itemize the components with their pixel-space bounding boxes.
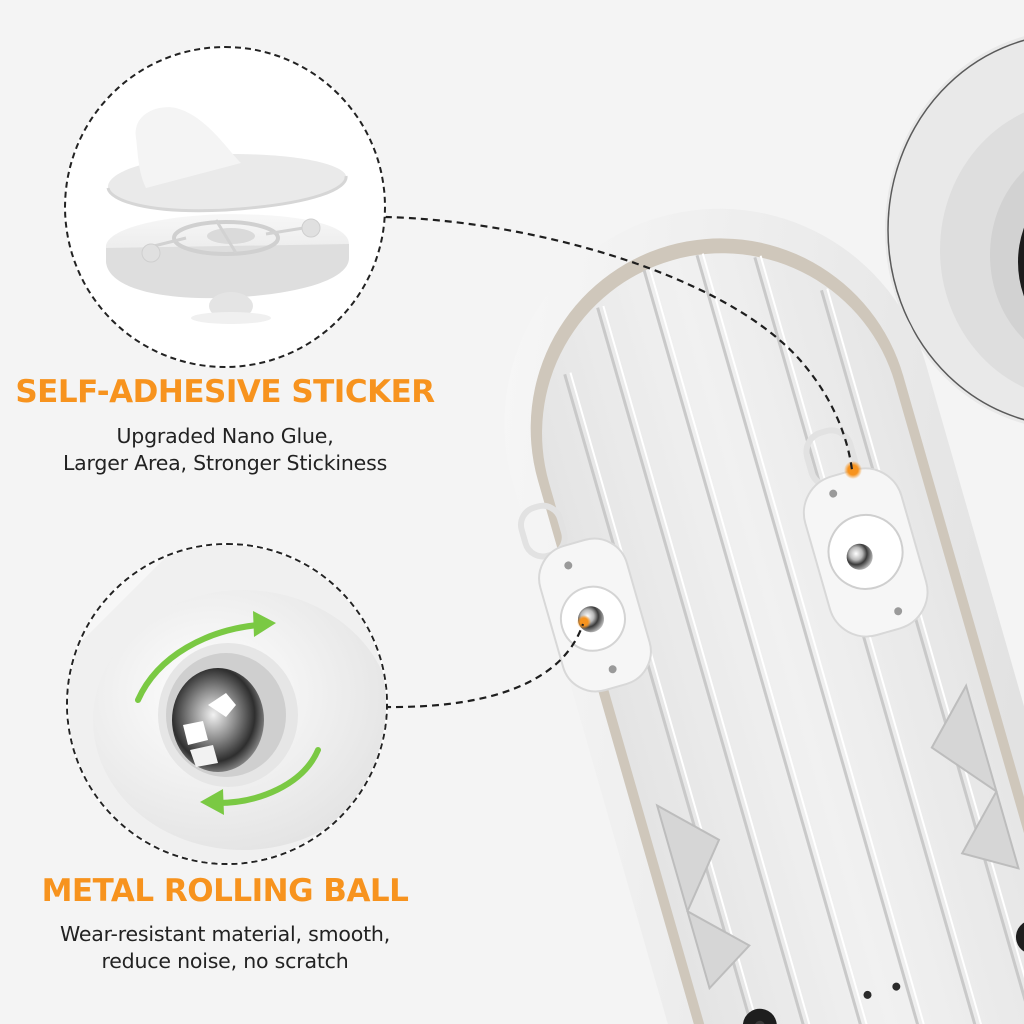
connector-line-ball (383, 623, 585, 709)
adhesive-sticker-pad-icon (105, 107, 349, 324)
feature-description-rolling-ball: Wear-resistant material, smooth, reduce … (0, 921, 450, 975)
description-line: reduce noise, no scratch (101, 949, 349, 973)
caster-module-right (802, 427, 929, 638)
description-line: Wear-resistant material, smooth, (59, 922, 391, 946)
metal-rolling-ball-icon (68, 545, 386, 863)
feature-title-rolling-ball: METAL ROLLING BALL (41, 873, 409, 909)
connector-line-sticker (384, 215, 854, 471)
description-line: Upgraded Nano Glue, (116, 424, 334, 448)
callout-dot-ball (577, 615, 591, 629)
round-unit-back (885, 36, 1024, 424)
sticker-detail-circle (64, 46, 386, 368)
callout-dot-sticker (844, 461, 862, 479)
appliance-body (504, 208, 1024, 1024)
description-line: Larger Area, Stronger Stickiness (62, 451, 388, 475)
feature-title-sticker: SELF-ADHESIVE STICKER (15, 374, 435, 410)
feature-description-sticker: Upgraded Nano Glue, Larger Area, Stronge… (0, 423, 450, 477)
rolling-ball-detail-circle (66, 543, 388, 865)
